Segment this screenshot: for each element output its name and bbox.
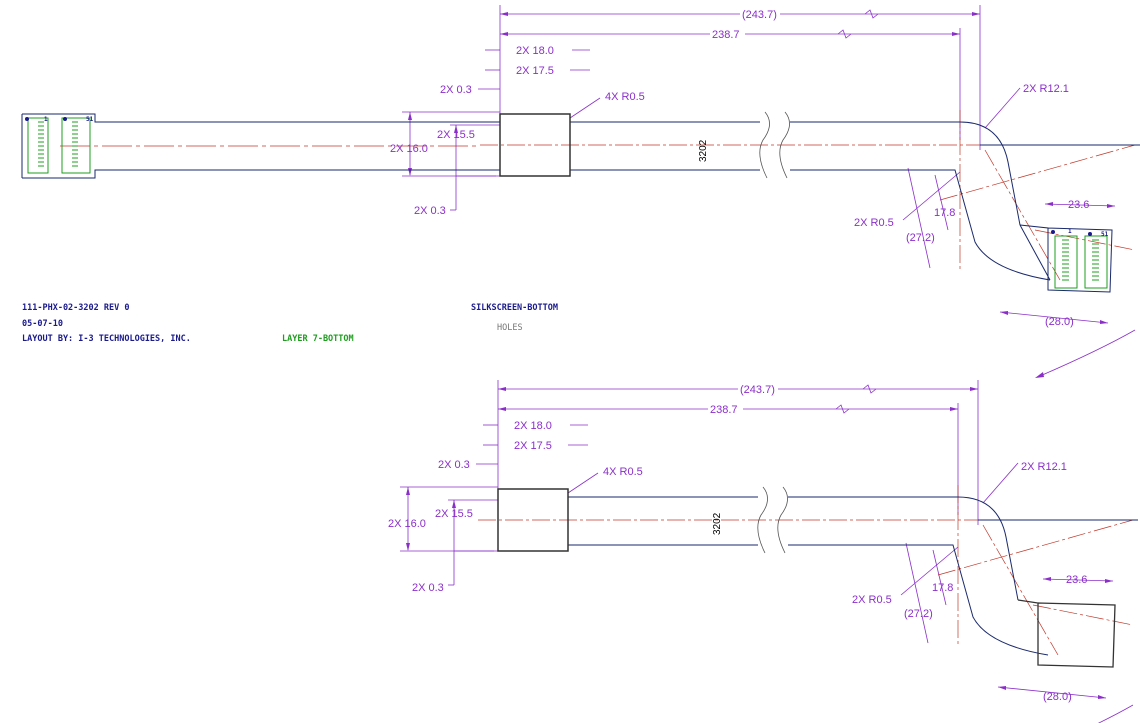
dim-height-15-5: 2X 15.5 xyxy=(437,129,475,141)
dim-28-b: (28.0) xyxy=(1043,691,1072,703)
dim-radius-0-5-4x: 4X R0.5 xyxy=(605,91,645,103)
dim-thickness-0-3-b: 2X 0.3 xyxy=(438,459,470,471)
dim-width-18-b: 2X 18.0 xyxy=(514,420,552,432)
dim-17-8: 17.8 xyxy=(934,207,955,219)
drawing-date: 05-07-10 xyxy=(22,319,63,329)
left-connector-pads: 1 51 xyxy=(25,116,94,174)
dim-radius-0-5-4x-b: 4X R0.5 xyxy=(603,466,643,478)
layer-7-label: LAYER 7-BOTTOM xyxy=(282,334,354,344)
silkscreen-label: SILKSCREEN-BOTTOM xyxy=(471,303,558,313)
pin-label-1: 1 xyxy=(44,116,48,123)
dim-width-17-5-b: 2X 17.5 xyxy=(514,440,552,452)
dim-height-16-b: 2X 16.0 xyxy=(388,518,426,530)
right-connector-pads: 1 51 xyxy=(1019,224,1113,293)
title-block: 111-PHX-02-3202 REV 0 05-07-10 LAYOUT BY… xyxy=(22,303,558,344)
dim-overall-length: (243.7) xyxy=(742,9,777,21)
dim-height-16: 2X 16.0 xyxy=(390,143,428,155)
dim-height-15-5-b: 2X 15.5 xyxy=(435,508,473,520)
part-id-label-b: 3202 xyxy=(712,512,723,535)
dim-27-2-b: (27.2) xyxy=(904,608,933,620)
layout-by: LAYOUT BY: I-3 TECHNOLOGIES, INC. xyxy=(22,334,191,344)
part-number: 111-PHX-02-3202 REV 0 xyxy=(22,303,129,313)
dim-length: 238.7 xyxy=(712,29,740,41)
dim-width-17-5: 2X 17.5 xyxy=(516,65,554,77)
dim-thickness-0-3-lower-b: 2X 0.3 xyxy=(412,582,444,594)
top-flex-view: 1 51 1 51 (243.7) 238.7 2X 18.0 2X 17.5 … xyxy=(21,4,1140,379)
dim-thickness-0-3-lower: 2X 0.3 xyxy=(414,205,446,217)
dim-overall-length-b: (243.7) xyxy=(740,384,775,396)
dim-radius-0-5-2x-b: 2X R0.5 xyxy=(852,594,892,606)
dim-27-2: (27.2) xyxy=(906,232,935,244)
dim-23-6: 23.6 xyxy=(1068,199,1089,211)
bottom-flex-view: (243.7) 238.7 2X 18.0 2X 17.5 2X 0.3 4X … xyxy=(388,379,1139,723)
dim-width-18: 2X 18.0 xyxy=(516,45,554,57)
pin-label-51: 51 xyxy=(86,116,94,123)
dim-radius-0-5-2x: 2X R0.5 xyxy=(854,217,894,229)
dim-23-6-b: 23.6 xyxy=(1066,574,1087,586)
dim-thickness-0-3: 2X 0.3 xyxy=(440,84,472,96)
dim-28: (28.0) xyxy=(1045,316,1074,328)
dim-radius-12-1-b: 2X R12.1 xyxy=(1021,461,1067,473)
holes-label: HOLES xyxy=(497,323,523,333)
pin-label-51-right: 51 xyxy=(1101,231,1109,238)
part-id-label: 3202 xyxy=(698,139,709,162)
dim-radius-12-1: 2X R12.1 xyxy=(1023,83,1069,95)
dim-17-8-b: 17.8 xyxy=(932,582,953,594)
dim-length-b: 238.7 xyxy=(710,404,738,416)
pin-label-1-right: 1 xyxy=(1068,228,1072,235)
